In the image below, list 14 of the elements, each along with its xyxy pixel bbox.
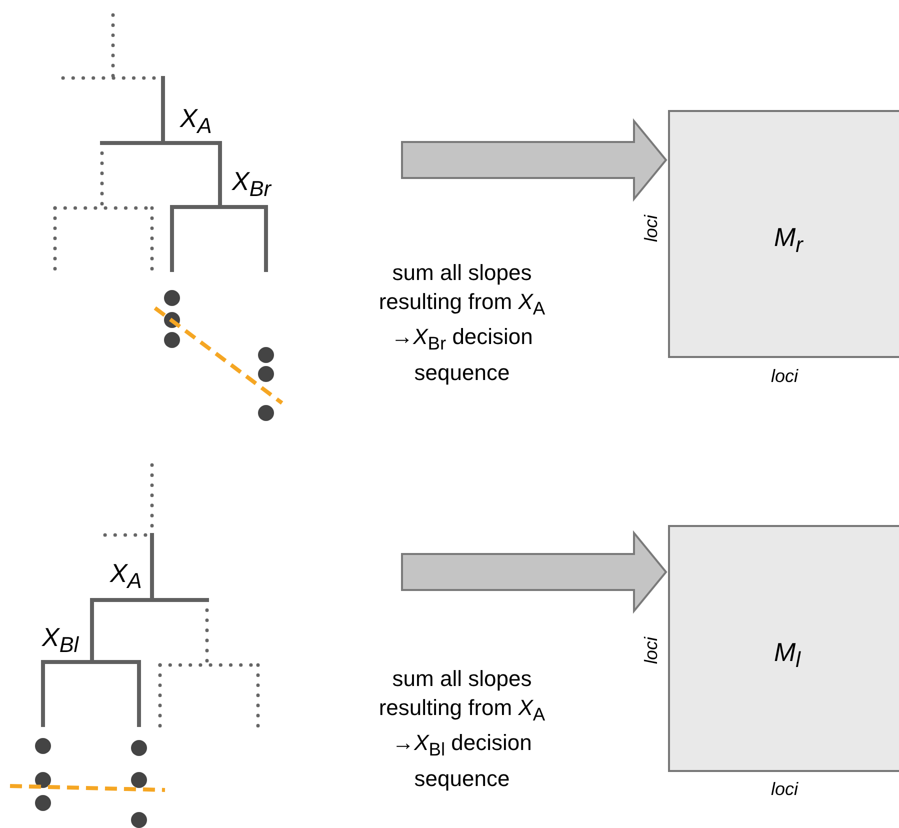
branch-label: X$_{Bl}$ [42,622,79,658]
axis-label: loci [641,215,662,242]
branch-label: X$_{Br}$ [232,166,271,202]
matrix-box [668,110,899,358]
matrix-box [668,525,899,772]
axis-label: loci [771,779,798,800]
block-arrow [401,118,668,202]
branch-label: X$_{A}$ [110,558,142,594]
matrix-label: M$_{l}$ [774,637,800,674]
block-arrow [401,530,668,614]
matrix-label: M$_{r}$ [774,222,803,258]
axis-label: loci [771,366,798,387]
branch-label: X$_{A}$ [180,103,212,140]
axis-label: loci [641,637,662,664]
